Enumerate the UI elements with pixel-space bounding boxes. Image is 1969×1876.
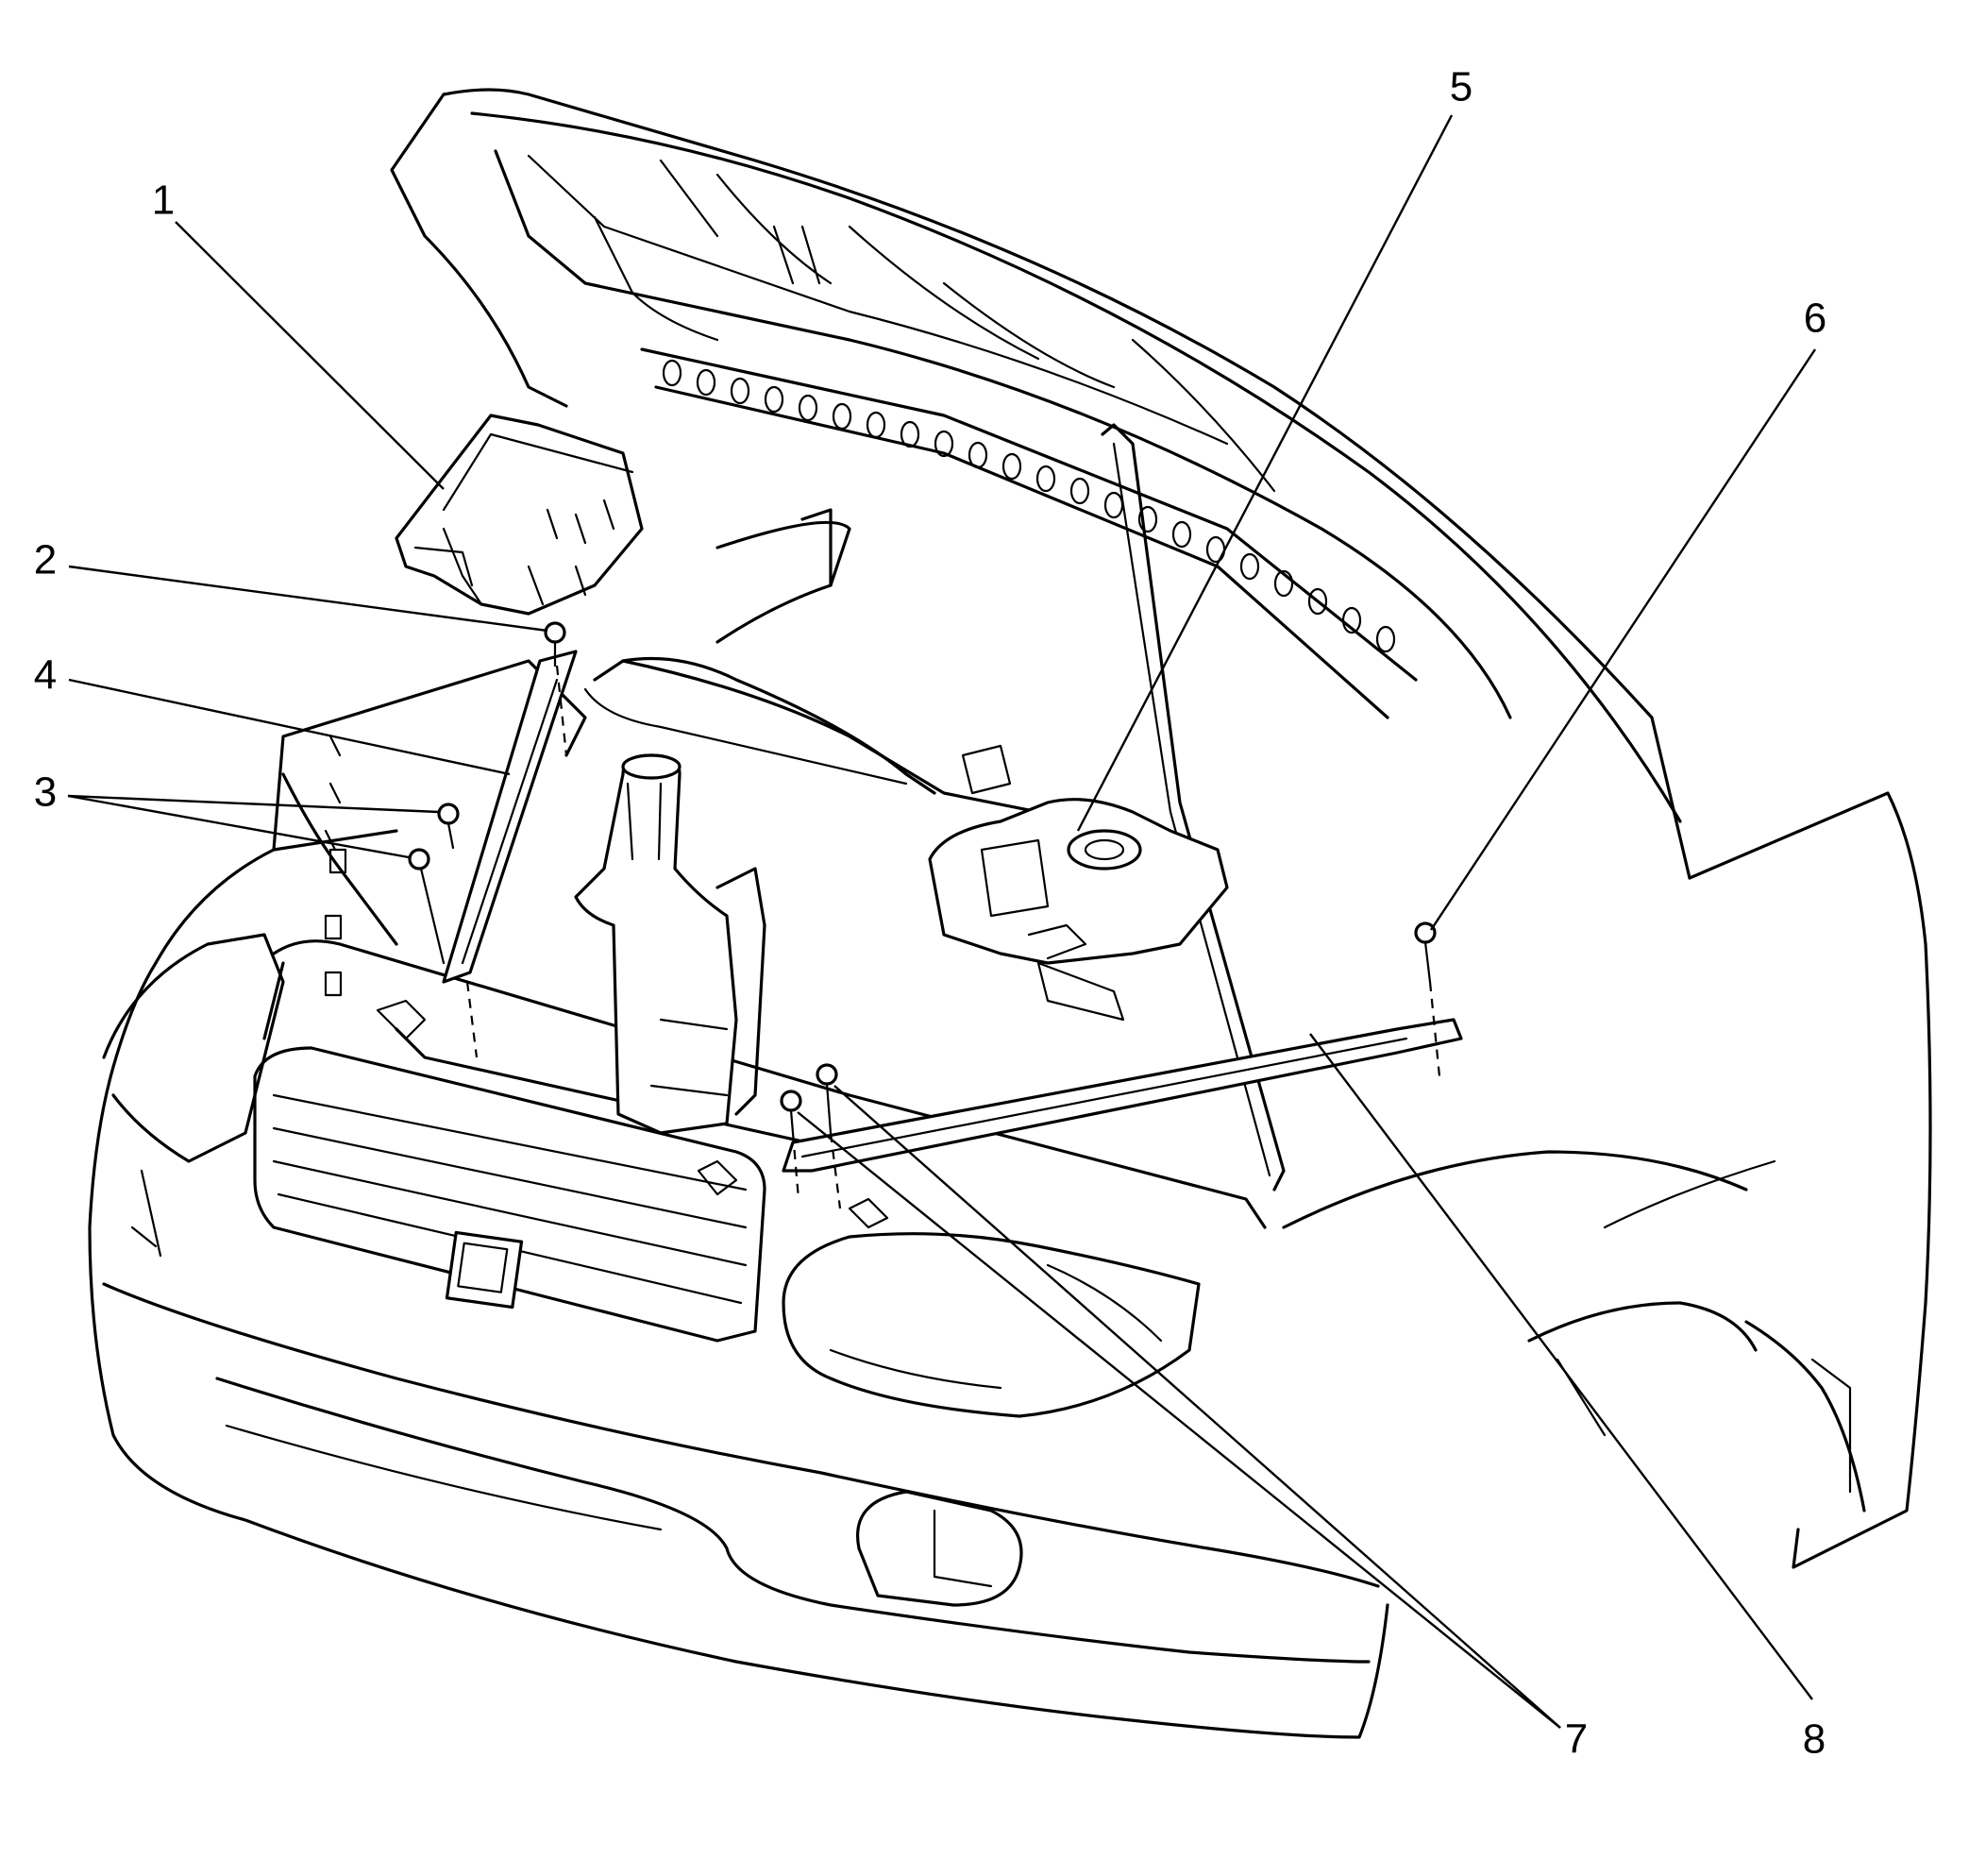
leader-6 (1429, 348, 1817, 931)
left-brace (442, 650, 578, 984)
leader-7a (797, 1111, 1561, 1729)
leader-2 (68, 565, 548, 633)
callout-3: 3 (34, 769, 57, 816)
fluid-reservoir-right (928, 798, 1229, 1022)
leader-3b (67, 794, 410, 859)
right-fender (1282, 791, 1932, 1569)
callout-1: 1 (152, 177, 175, 224)
leader-7b (833, 1085, 1561, 1729)
leader-lines (67, 114, 1817, 1729)
bolt-item-7-b (816, 1063, 842, 1209)
hood-vent-holes (662, 359, 1396, 653)
hood (390, 88, 1691, 1192)
bolt-item-3-upper (437, 803, 460, 850)
callout-labels: 1 2 3 4 5 6 7 8 (34, 64, 1826, 1763)
leader-1 (175, 221, 445, 490)
fuse-block (395, 414, 644, 616)
bolts (408, 621, 1441, 1209)
callout-7: 7 (1565, 1716, 1588, 1763)
bolt-item-6 (1414, 921, 1441, 1077)
grille (253, 1046, 766, 1343)
tower-brace (782, 1018, 1463, 1173)
callout-2: 2 (34, 537, 57, 583)
leader-3a (67, 794, 440, 814)
cowl-panel (583, 508, 1135, 833)
callout-6: 6 (1804, 296, 1826, 342)
callout-5: 5 (1450, 64, 1473, 110)
bolt-item-2 (544, 621, 566, 668)
callout-8: 8 (1803, 1716, 1826, 1763)
leader-8 (1309, 1033, 1813, 1700)
left-inner-fender (272, 659, 587, 997)
leader-4 (68, 678, 511, 776)
front-body (88, 829, 1389, 1739)
callout-4: 4 (34, 652, 57, 699)
bolt-item-3-lower (408, 848, 446, 965)
washer-reservoir (574, 753, 766, 1135)
leader-5 (1076, 114, 1454, 832)
bolt-item-7-a (780, 1090, 802, 1200)
